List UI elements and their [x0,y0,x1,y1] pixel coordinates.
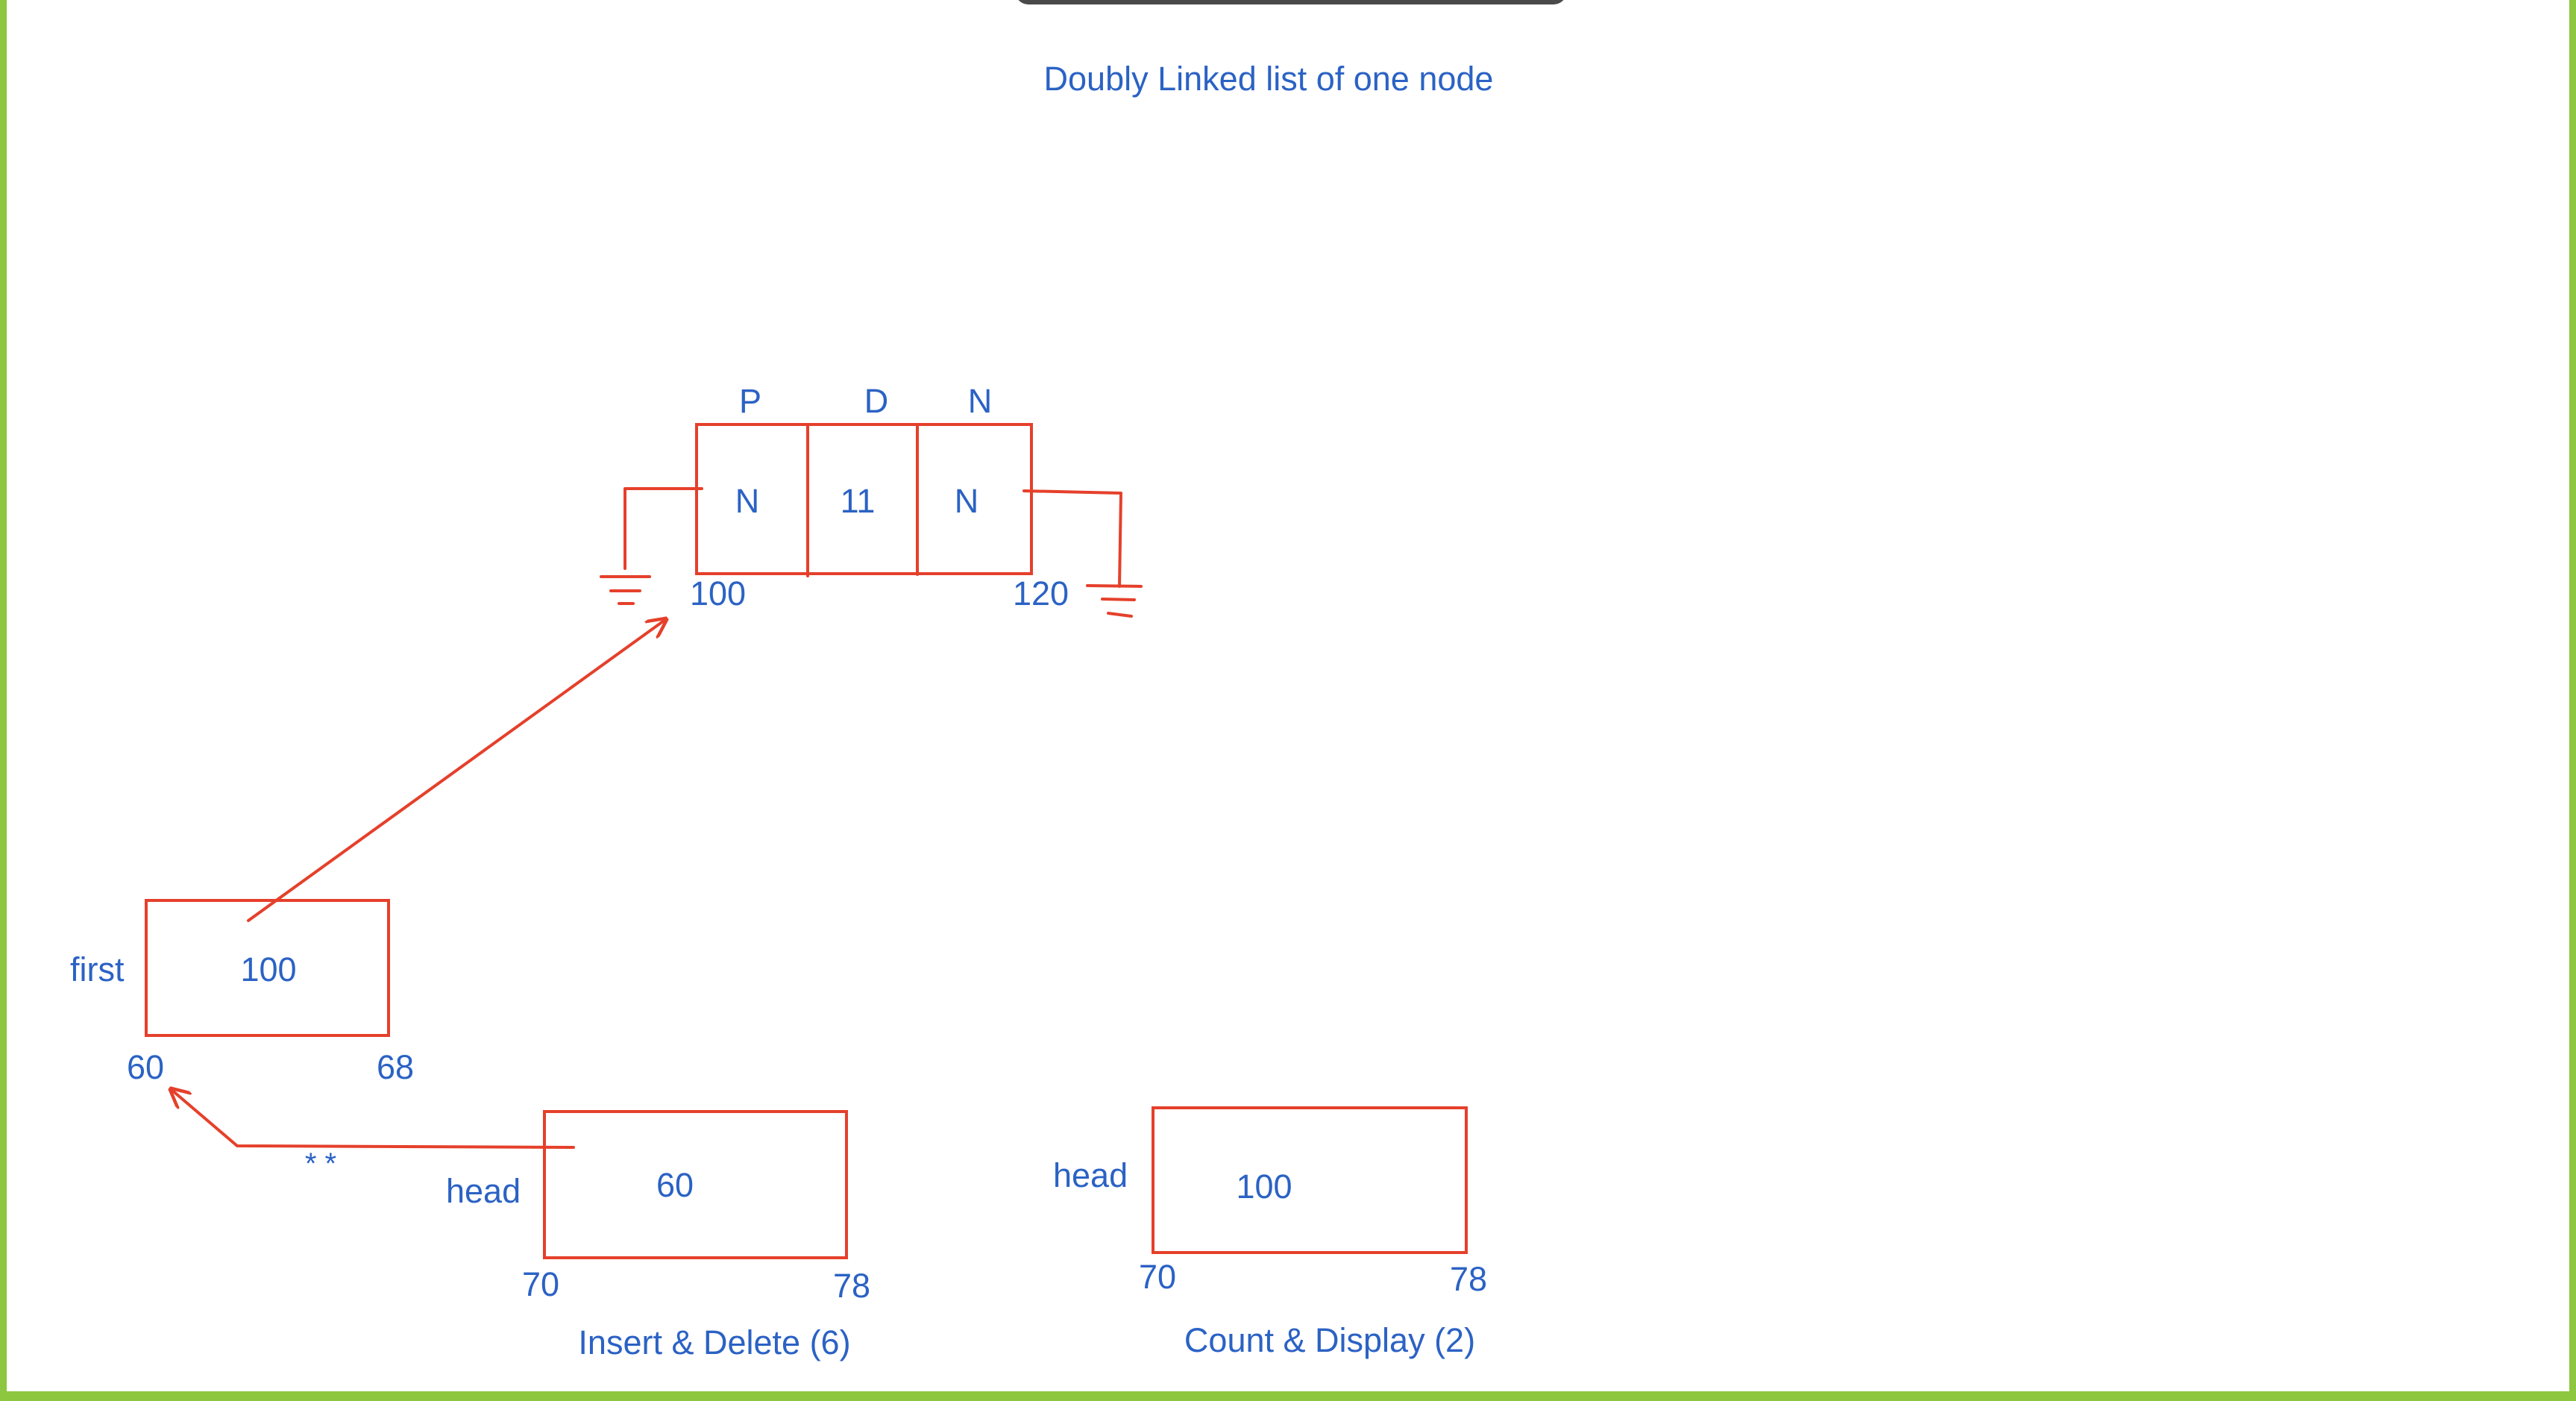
double-pointer-stars: * * [305,1147,336,1180]
top-toolbar-tab[interactable] [1015,0,1567,4]
node-next-header: N [968,382,993,420]
first-pointer-box [145,899,390,1037]
node-prev-header: P [739,382,761,420]
head-count-end-address: 78 [1450,1260,1487,1298]
ground-symbol-right-icon [1086,584,1143,618]
head-count-start-address: 70 [1139,1258,1176,1296]
head-count-box [1152,1106,1468,1254]
head-insert-end-address: 78 [833,1267,870,1305]
doubly-linked-node [695,423,1033,577]
linked-list-diagram: Doubly Linked list of one node P D N N 1… [70,60,1494,1361]
ground-symbol-left-icon [600,575,651,605]
head-insert-start-address: 70 [522,1265,559,1303]
node-prev-value: N [735,482,760,520]
head-insert-value: 60 [656,1166,694,1204]
head-to-first-arrow [171,1089,575,1149]
next-null-link [1022,489,1122,588]
diagram-title: Doubly Linked list of one node [1044,60,1494,98]
node-end-address: 120 [1013,574,1069,612]
node-start-address: 100 [690,574,746,612]
first-to-node-arrow [247,619,666,922]
head-insert-label: head [446,1172,521,1210]
head-count-value: 100 [1236,1168,1292,1206]
node-data-header: D [864,382,889,420]
first-start-address: 60 [127,1048,164,1086]
insert-delete-caption: Insert & Delete (6) [578,1323,850,1361]
node-next-value: N [955,482,979,520]
first-end-address: 68 [377,1048,414,1086]
prev-null-link [623,487,703,570]
node-data-value: 11 [841,482,876,520]
head-count-label: head [1053,1156,1128,1194]
first-label: first [70,950,125,988]
count-display-caption: Count & Display (2) [1184,1321,1475,1359]
first-pointer-value: 100 [240,950,296,988]
head-insert-box [543,1110,848,1259]
